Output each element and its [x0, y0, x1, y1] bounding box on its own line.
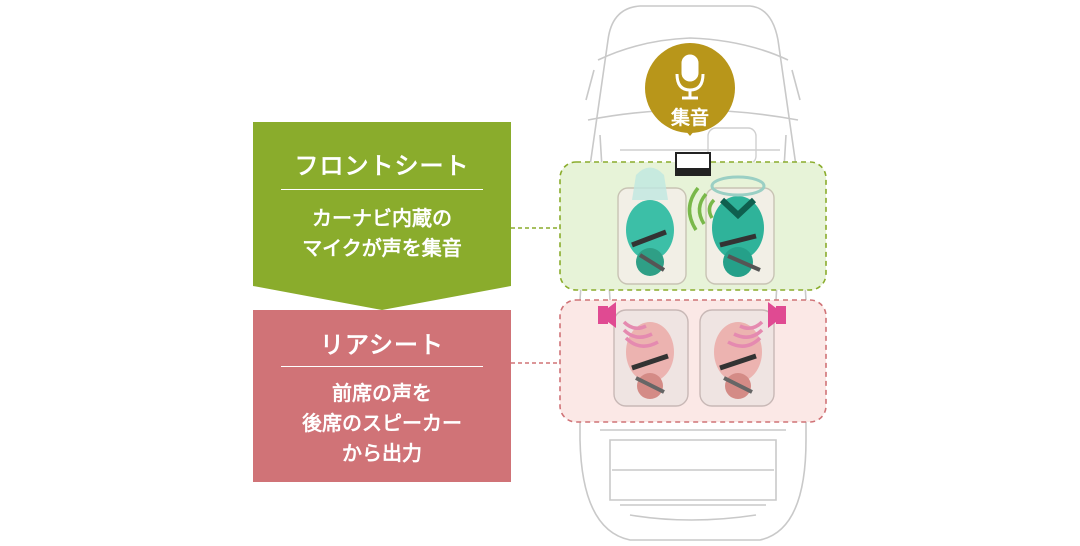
rear-line-1: 前席の声を [332, 381, 432, 405]
rear-seat-panel: リアシート 前席の声を 後席のスピーカー から出力 [253, 310, 511, 482]
rear-line-3: から出力 [342, 441, 422, 465]
speaker-right-icon [768, 302, 786, 328]
front-seat-panel: フロントシート カーナビ内蔵の マイクが声を集音 [253, 122, 511, 310]
rear-line-2: 後席のスピーカー [302, 411, 462, 435]
mic-label: 集音 [670, 107, 709, 129]
voice-wave-icon [687, 186, 716, 231]
sound-wave-icon [622, 320, 764, 348]
rear-seat-title: リアシート [319, 331, 445, 359]
front-line-2: マイクが声を集音 [302, 236, 462, 260]
front-seat-title: フロントシート [294, 152, 470, 180]
microphone-icon [675, 54, 705, 100]
front-right-driver [710, 175, 766, 277]
rear-divider [281, 366, 483, 367]
speaker-left-icon [598, 302, 616, 328]
front-left-passenger [626, 167, 674, 276]
front-divider [281, 189, 483, 190]
microphone-callout [645, 43, 735, 136]
down-arrow-shape [253, 122, 511, 310]
front-line-1: カーナビ内蔵の [312, 206, 452, 230]
